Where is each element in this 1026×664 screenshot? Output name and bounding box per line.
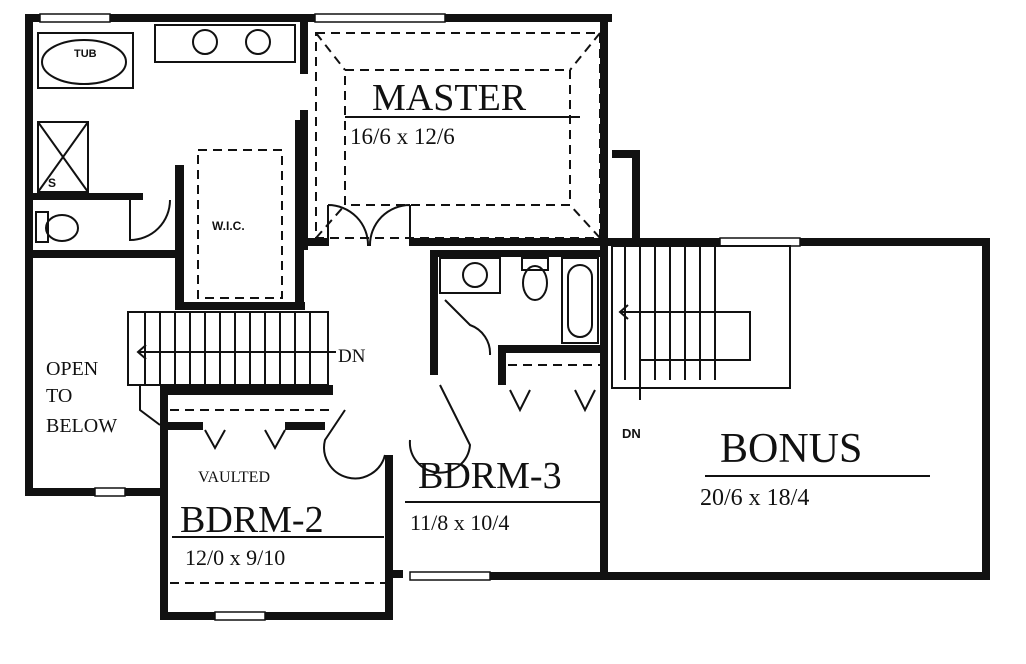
bonus-name: BONUS	[720, 426, 862, 472]
bonus-size: 20/6 x 18/4	[700, 485, 809, 511]
bdrm3-size: 11/8 x 10/4	[410, 510, 509, 535]
master-size: 16/6 x 12/6	[350, 124, 455, 149]
toilet	[35, 211, 79, 243]
stairs-dn-label: DN	[338, 346, 366, 367]
bdrm2-note: VAULTED	[198, 469, 270, 486]
vanity	[154, 24, 296, 63]
tub: TUB	[37, 32, 134, 89]
shower-label: S	[48, 176, 56, 190]
bdrm3-name: BDRM-3	[418, 455, 562, 497]
master-name: MASTER	[372, 77, 527, 119]
wic-shelf	[197, 149, 283, 299]
bdrm2-size: 12/0 x 9/10	[185, 545, 285, 570]
master-tray-ceiling	[315, 32, 601, 239]
open-line2: TO	[46, 385, 72, 407]
bonus-stairs-dn-label: DN	[622, 426, 641, 441]
bdrm2-closet-doors[interactable]	[204, 429, 286, 451]
bdrm3-closet-doors[interactable]	[509, 389, 596, 413]
bedroom-doors[interactable]	[323, 299, 492, 480]
open-line3: BELOW	[46, 415, 117, 437]
bonus-stairs[interactable]	[611, 245, 791, 400]
bdrm2-name: BDRM-2	[180, 499, 324, 541]
wc-door[interactable]	[129, 199, 171, 242]
bath2-fixtures	[439, 257, 599, 344]
main-stairs[interactable]	[127, 311, 336, 426]
tub-label: TUB	[74, 48, 97, 60]
shower: S	[37, 121, 89, 193]
open-line1: OPEN	[46, 358, 98, 380]
master-double-door[interactable]	[327, 204, 411, 247]
windows	[39, 13, 801, 621]
wic-label: W.I.C.	[212, 219, 245, 233]
